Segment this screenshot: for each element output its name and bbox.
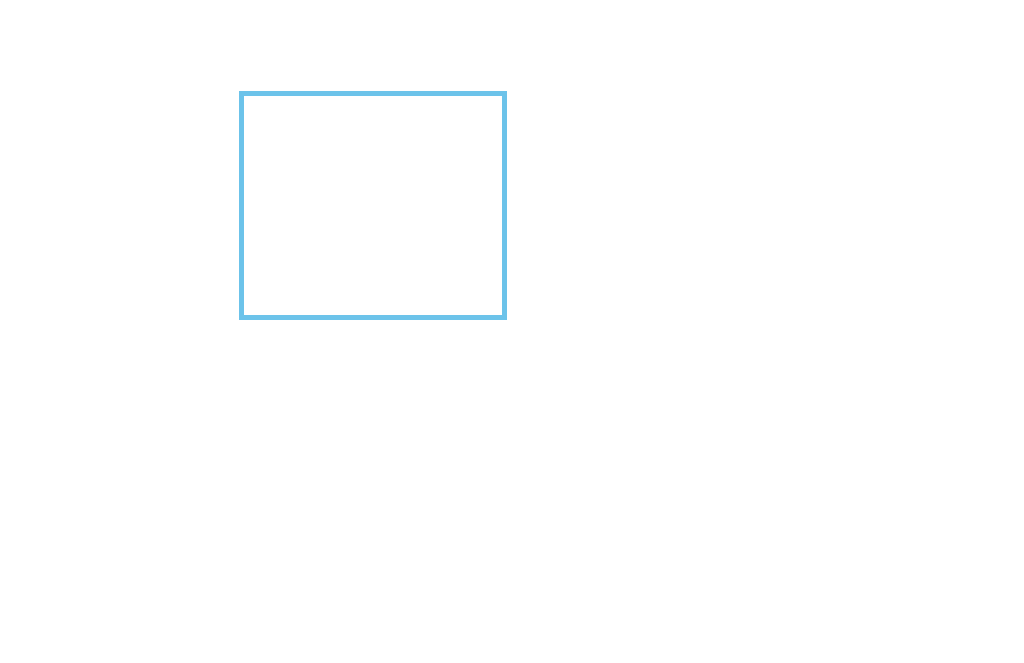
- blue-outline-rectangle: [239, 91, 507, 320]
